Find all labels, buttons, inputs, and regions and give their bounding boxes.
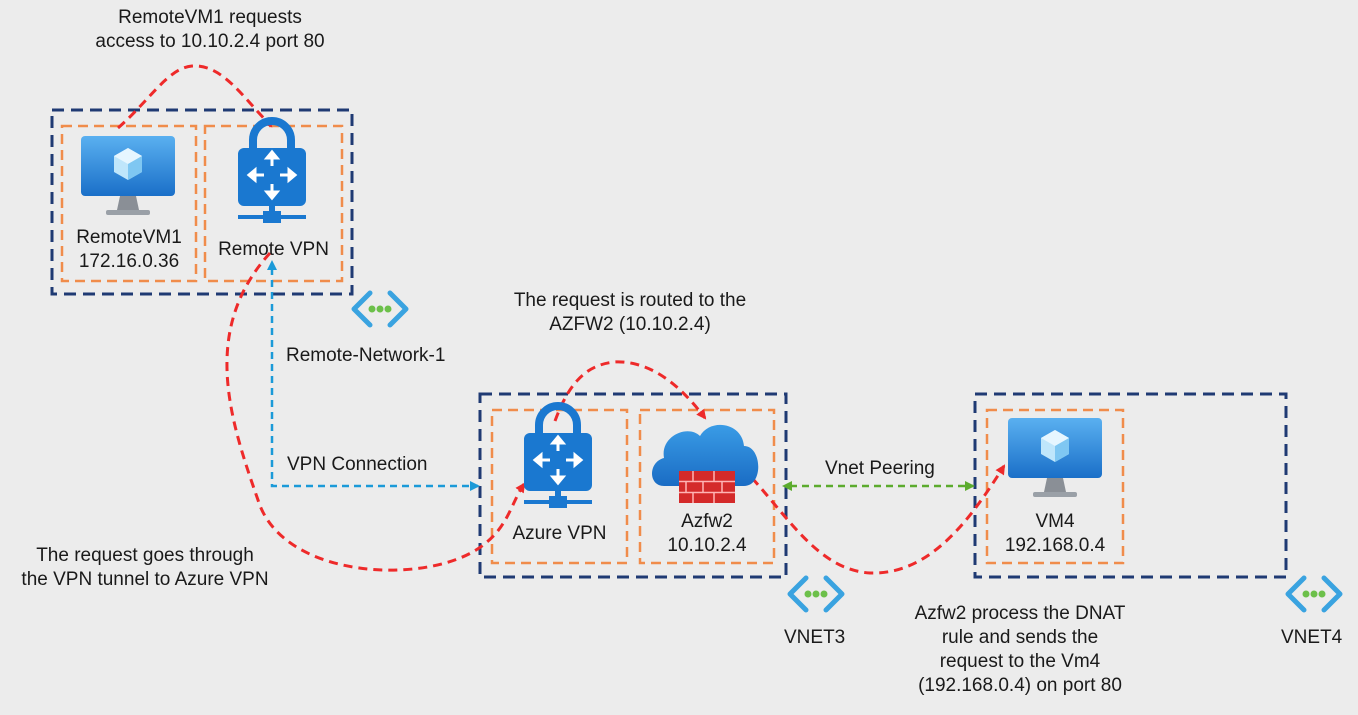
azfw2-label: Azfw2 10.10.2.4 xyxy=(640,510,774,558)
flow-step2-arrow xyxy=(225,251,526,572)
subnet-remote-vm1 xyxy=(60,124,198,283)
annotation-step2-line2: the VPN tunnel to Azure VPN xyxy=(21,569,269,590)
remote-vpn-icon xyxy=(238,121,306,223)
annotation-step3-line2: AZFW2 (10.10.2.4) xyxy=(549,314,711,335)
flow-step1-arrow xyxy=(117,64,273,130)
annotation-step1-line1: RemoteVM1 requests xyxy=(118,7,302,28)
remote-network-boundary xyxy=(50,108,354,296)
vnet4-boundary xyxy=(973,392,1288,579)
annotation-step2-line1: The request goes through xyxy=(36,545,254,566)
annotation-step4-line1: Azfw2 process the DNAT xyxy=(914,603,1126,624)
flow-step4-arrow xyxy=(750,464,1006,575)
remote-vm1-icon xyxy=(81,136,175,215)
azure-vpn-icon xyxy=(524,406,592,508)
vm4-label: VM4 192.168.0.4 xyxy=(987,510,1123,558)
remote-vpn-label: Remote VPN xyxy=(218,239,329,260)
remote-network-label: Remote-Network-1 xyxy=(286,345,446,366)
vnet4-label: VNET4 xyxy=(1281,627,1343,648)
annotation-step1-line2: access to 10.10.2.4 port 80 xyxy=(95,31,325,52)
vnet3-boundary xyxy=(478,392,788,579)
vpn-connection-label: VPN Connection xyxy=(287,454,428,475)
subnet-azfw2 xyxy=(638,408,776,565)
subnet-vm4 xyxy=(985,408,1125,565)
annotation-step4: Azfw2 process the DNAT rule and sends th… xyxy=(870,602,1170,698)
annotation-step4-line3: request to the Vm4 xyxy=(939,651,1101,672)
annotation-step1: RemoteVM1 requests access to 10.10.2.4 p… xyxy=(60,6,360,54)
remote-vm1-name: RemoteVM1 xyxy=(76,227,182,248)
annotation-step2: The request goes through the VPN tunnel … xyxy=(0,544,290,592)
azfw2-name: Azfw2 xyxy=(681,511,733,532)
annotation-step4-line2: rule and sends the xyxy=(941,627,1099,648)
remote-network-vnet-icon xyxy=(354,293,406,325)
remote-vm1-ip: 172.16.0.36 xyxy=(78,251,180,272)
remote-vm1-label: RemoteVM1 172.16.0.36 xyxy=(62,226,196,274)
vm4-name: VM4 xyxy=(1035,511,1075,532)
vm4-icon xyxy=(1008,418,1102,497)
vm4-ip: 192.168.0.4 xyxy=(1004,535,1106,556)
annotation-step3-line1: The request is routed to the xyxy=(513,290,747,311)
vpn-connection-line xyxy=(267,260,480,491)
vnet-peering-label: Vnet Peering xyxy=(825,458,935,479)
vnet3-label: VNET3 xyxy=(784,627,846,648)
azfw2-ip: 10.10.2.4 xyxy=(667,535,747,556)
annotation-step4-line4: (192.168.0.4) on port 80 xyxy=(918,675,1122,696)
azure-vpn-label: Azure VPN xyxy=(512,523,607,544)
annotation-step3: The request is routed to the AZFW2 (10.1… xyxy=(475,289,785,337)
vnet3-icon xyxy=(790,578,842,610)
flow-step3-arrow xyxy=(553,360,707,422)
azfw2-firewall-icon xyxy=(652,424,759,503)
vnet4-icon xyxy=(1288,578,1340,610)
